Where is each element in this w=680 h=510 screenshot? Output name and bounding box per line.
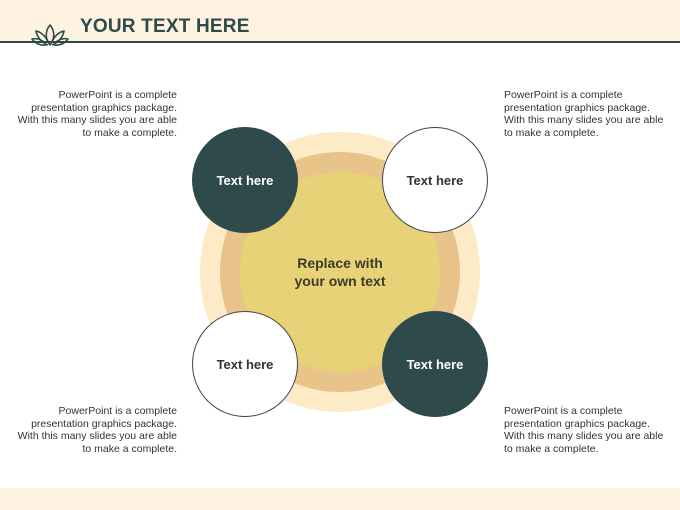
description-bottom-left: PowerPoint is a complete presentation gr… (17, 405, 177, 455)
node-bottom-right: Text here (382, 311, 488, 417)
header-band (0, 0, 680, 42)
footer-band (0, 488, 680, 510)
header-divider (0, 41, 680, 43)
node-top-left: Text here (192, 127, 298, 233)
lotus-icon (31, 24, 69, 46)
description-top-left: PowerPoint is a complete presentation gr… (17, 89, 177, 139)
description-bottom-right: PowerPoint is a complete presentation gr… (504, 405, 664, 455)
center-label: Replace with your own text (294, 255, 386, 289)
node-top-right: Text here (382, 127, 488, 233)
node-bottom-left: Text here (192, 311, 298, 417)
description-top-right: PowerPoint is a complete presentation gr… (504, 89, 664, 139)
page-title: YOUR TEXT HERE (80, 16, 250, 37)
